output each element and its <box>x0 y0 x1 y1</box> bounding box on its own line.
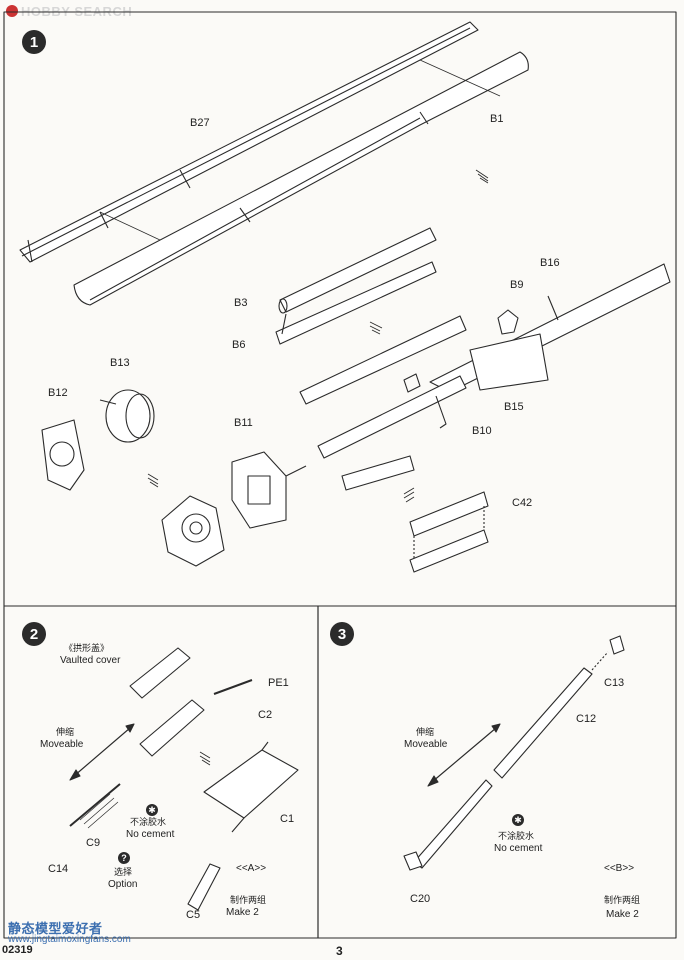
label-c9: C9 <box>86 837 101 849</box>
label-c12: C12 <box>576 713 597 725</box>
step3-panel <box>317 605 677 939</box>
label-b13: B13 <box>110 357 130 369</box>
label-b10: B10 <box>472 425 492 437</box>
page-number: 3 <box>336 944 343 958</box>
kit-code: 02319 <box>2 944 33 956</box>
label-pe1: PE1 <box>268 677 289 689</box>
label-c5: C5 <box>186 909 201 921</box>
part-b11 <box>231 451 307 529</box>
option-icon: ? <box>118 852 130 864</box>
moveable-en-step3: Moveable <box>404 739 448 750</box>
step-2-number: 2 <box>22 622 46 646</box>
part-mechanism <box>161 495 225 567</box>
moveable-en-step2: Moveable <box>40 739 84 750</box>
option-en: Option <box>108 879 138 890</box>
step-3-number: 3 <box>330 622 354 646</box>
make-two-cn-step2: 制作两组 <box>230 895 267 905</box>
label-b12: B12 <box>48 387 68 399</box>
label-c2: C2 <box>258 709 273 721</box>
no-cement-icon-step2: ✱ <box>146 804 158 816</box>
label-b16: B16 <box>540 257 560 269</box>
vaulted-cover-en: Vaulted cover <box>60 655 121 666</box>
make-two-cn-step3: 制作两组 <box>604 895 641 905</box>
barrel-assembly <box>299 263 671 459</box>
hobby-search-logo-icon <box>6 5 18 17</box>
direction-arrows <box>147 169 489 766</box>
tag-a: <<A>> <box>236 863 267 874</box>
footer-watermark-cn: 静态模型爱好者 <box>8 921 103 936</box>
part-b3-b6 <box>275 227 437 345</box>
part-b12-b13 <box>41 389 155 491</box>
label-b15: B15 <box>504 401 524 413</box>
footer-watermark-url: www.jingtaimoxingfans.com <box>8 934 131 945</box>
make-two-en-step2: Make 2 <box>226 907 259 918</box>
label-c13: C13 <box>604 677 625 689</box>
label-b3: B3 <box>234 297 248 309</box>
label-b27: B27 <box>190 117 210 129</box>
label-b1: B1 <box>490 113 504 125</box>
step-1-number: 1 <box>22 30 46 54</box>
make-two-en-step3: Make 2 <box>606 909 639 920</box>
barrel-b27 <box>19 21 479 263</box>
label-c1: C1 <box>280 813 295 825</box>
moveable-cn-step3: 伸缩 <box>416 727 435 737</box>
no-cement-cn-step3: 不涂胶水 <box>498 831 535 841</box>
label-c14: C14 <box>48 863 69 875</box>
label-c20: C20 <box>410 893 431 905</box>
vaulted-cover-cn: 《拱形盖》 <box>64 643 110 653</box>
no-cement-cn-step2: 不涂胶水 <box>130 817 167 827</box>
no-cement-en-step3: No cement <box>494 843 543 854</box>
step3-drawing <box>403 635 625 871</box>
option-cn: 选择 <box>114 867 133 877</box>
label-b11: B11 <box>234 417 253 429</box>
tag-b: <<B>> <box>604 863 635 874</box>
step2-drawing <box>69 647 299 911</box>
label-b6: B6 <box>232 339 246 351</box>
barrel-b1 <box>73 51 529 306</box>
label-c42: C42 <box>512 497 533 509</box>
no-cement-icon-step3: ✱ <box>512 814 524 826</box>
label-b9: B9 <box>510 279 524 291</box>
moveable-cn-step2: 伸缩 <box>56 727 75 737</box>
part-c42 <box>341 455 489 573</box>
no-cement-en-step2: No cement <box>126 829 175 840</box>
